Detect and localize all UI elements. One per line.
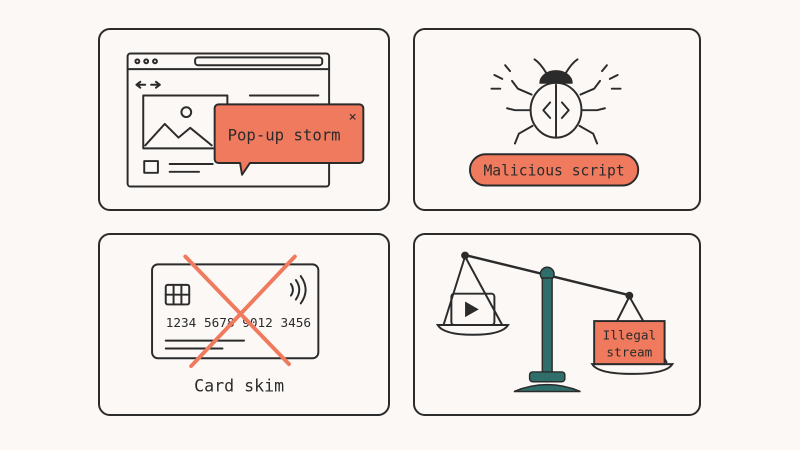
credit-card-icon: 1234 5678 9012 3456 Card skim — [151, 254, 320, 396]
malicious-script-badge — [468, 153, 640, 187]
panel-card-skim: 1234 5678 9012 3456 Card skim — [98, 233, 390, 416]
malware-label: Malicious script — [483, 163, 624, 180]
close-icon: × — [348, 109, 356, 125]
balance-scale-icon: Illegal stream — [435, 251, 675, 393]
panel-malicious-script: Malicious script — [413, 28, 701, 211]
card-number: 1234 5678 9012 3456 — [166, 315, 311, 330]
panel-popup-storm: Pop-up storm × — [98, 28, 390, 211]
play-icon — [450, 292, 496, 326]
bug-icon: Malicious script — [468, 58, 640, 187]
panel-illegal-stream: Illegal stream — [413, 233, 701, 416]
popup-bubble — [213, 103, 365, 176]
stream-label-line1: Illegal — [603, 328, 657, 343]
popup-label: Pop-up storm — [228, 126, 341, 145]
illegal-stream-tag — [593, 320, 666, 366]
cross-icon — [183, 254, 297, 369]
stream-label-line2: stream — [606, 344, 652, 359]
browser-window-icon: Pop-up storm × — [126, 52, 365, 188]
card-skim-label: Card skim — [194, 377, 284, 396]
